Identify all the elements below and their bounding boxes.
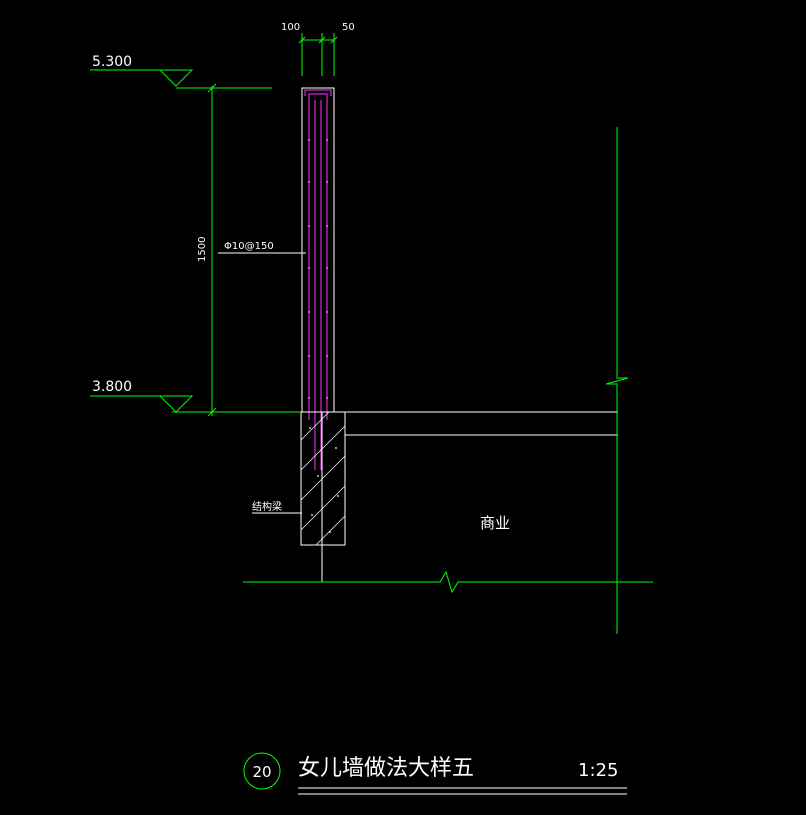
dim-top-left-label: 100: [281, 22, 300, 33]
rebar-cage: [304, 89, 332, 470]
detail-title: 女儿墙做法大样五: [298, 756, 474, 781]
beam-label: 结构梁: [252, 500, 282, 513]
rebar-callout: Φ10@150: [218, 241, 306, 254]
parapet-wall: [301, 87, 335, 413]
height-dimension: 1500: [197, 83, 217, 417]
elevation-marker-bottom: 3.800: [90, 379, 194, 413]
beam-callout: 结构梁: [252, 500, 302, 514]
top-width-dimension: 100 50: [281, 22, 355, 76]
detail-scale: 1:25: [578, 760, 618, 781]
title-block: 20 女儿墙做法大样五 1:25: [243, 752, 627, 795]
dim-top-right-label: 50: [342, 22, 355, 33]
detail-number: 20: [252, 763, 271, 781]
structural-beam: [300, 411, 346, 546]
elevation-marker-top: 5.300: [90, 54, 272, 89]
rebar-label: Φ10@150: [224, 241, 274, 252]
floor-slab: [345, 411, 618, 436]
break-line-bottom: [243, 570, 653, 594]
room-label: 商业: [480, 514, 510, 532]
break-line-right: [605, 127, 629, 634]
detail-number-circle: [243, 752, 281, 790]
elevation-bottom-label: 3.800: [92, 379, 132, 395]
height-dimension-label: 1500: [197, 237, 208, 262]
elevation-top-label: 5.300: [92, 54, 132, 70]
